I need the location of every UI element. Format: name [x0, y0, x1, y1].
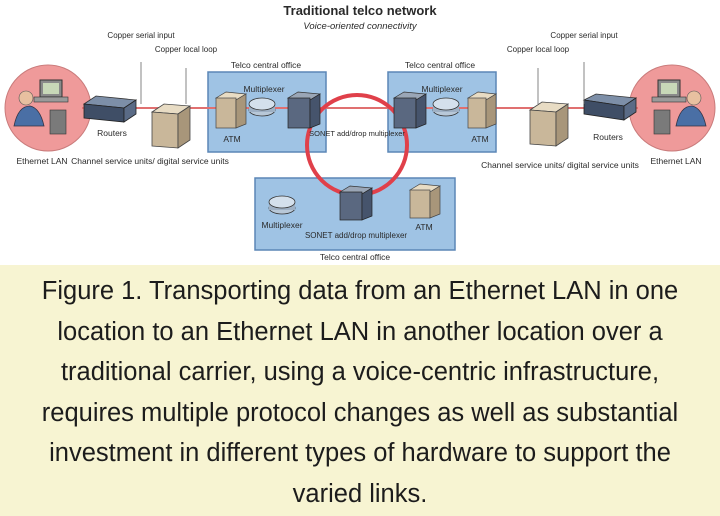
- figure-caption: Figure 1. Transporting data from an Ethe…: [0, 265, 720, 516]
- label-office-right: Telco central office: [405, 60, 476, 70]
- right-user-halo: [628, 64, 716, 152]
- router-right-icon: [582, 93, 638, 121]
- label-copper-serial-left: Copper serial input: [107, 31, 175, 40]
- label-channel-right: Channel service units/ digital service u…: [481, 160, 639, 170]
- label-atm-right: ATM: [471, 134, 488, 144]
- network-diagram: Traditional telco network Voice-oriented…: [4, 3, 716, 262]
- left-user-halo: [4, 64, 92, 152]
- label-copper-serial-right: Copper serial input: [550, 31, 618, 40]
- mux-router-bottom-icon: [268, 195, 296, 215]
- mux-router-left-icon: [248, 97, 276, 117]
- diagram-subtitle: Voice-oriented connectivity: [303, 21, 417, 32]
- label-atm-left: ATM: [223, 134, 240, 144]
- sonet-adm-left-icon: [286, 91, 322, 129]
- csu-dsu-left-icon: [150, 103, 192, 149]
- mux-router-right-icon: [432, 97, 460, 117]
- label-ethernet-right: Ethernet LAN: [650, 156, 701, 166]
- label-copper-local-right: Copper local loop: [507, 45, 570, 54]
- sonet-adm-bottom-icon: [338, 185, 374, 221]
- router-left-icon: [82, 95, 138, 123]
- diagram-title: Traditional telco network: [283, 3, 437, 18]
- label-sonet-bottom: SONET add/drop multiplexer: [305, 231, 407, 240]
- label-office-left: Telco central office: [231, 60, 302, 70]
- figure-caption-text: Figure 1. Transporting data from an Ethe…: [41, 277, 679, 508]
- label-channel-left: Channel service units/ digital service u…: [71, 156, 229, 166]
- label-mux-right: Multiplexer: [421, 84, 462, 94]
- label-atm-bottom: ATM: [415, 222, 432, 232]
- label-router-left: Routers: [97, 128, 127, 138]
- label-copper-local-left: Copper local loop: [155, 45, 218, 54]
- label-mux-left: Multiplexer: [243, 84, 284, 94]
- right-workstation-icon: [651, 79, 707, 135]
- atm-switch-left-icon: [214, 91, 248, 129]
- csu-dsu-right-icon: [528, 101, 570, 147]
- label-copper-serial-left-text: Copper serial input: [107, 31, 175, 40]
- label-mux-bottom: Multiplexer: [261, 220, 302, 230]
- label-ethernet-left: Ethernet LAN: [16, 156, 67, 166]
- label-sonet-ring: SONET add/drop multiplexer: [309, 129, 405, 138]
- left-workstation-icon: [13, 79, 69, 135]
- label-router-right: Routers: [593, 132, 623, 142]
- label-office-bottom: Telco central office: [320, 252, 391, 262]
- atm-switch-bottom-icon: [408, 183, 442, 219]
- label-channel-left-text: Channel service units/ digital service u…: [71, 156, 229, 166]
- atm-switch-right-icon: [466, 91, 498, 129]
- sonet-adm-right-icon: [392, 91, 428, 129]
